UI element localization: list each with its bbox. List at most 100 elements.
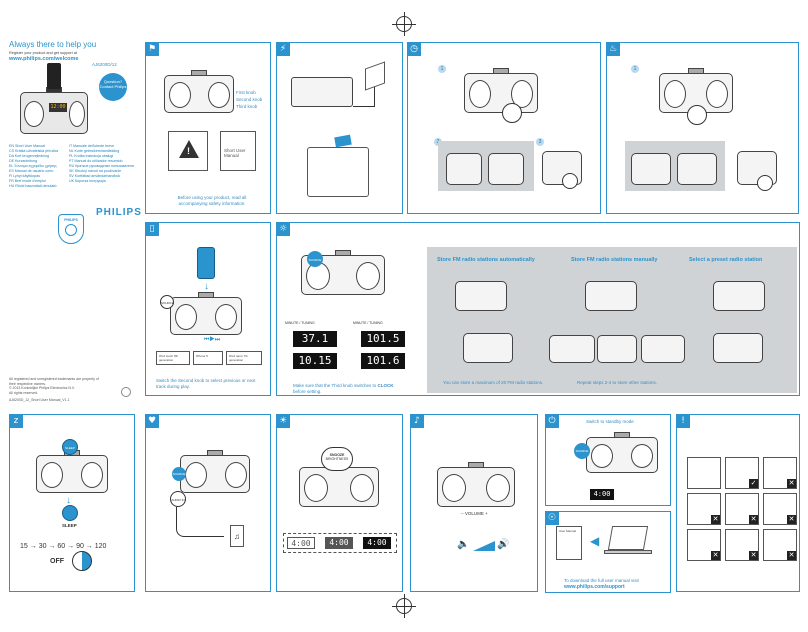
dock-caption: Switch the Second knob to select previou…	[156, 378, 256, 389]
down-arrow: ↓	[66, 495, 71, 506]
warn-img-1	[687, 457, 721, 489]
audio-in-button: AUDIO IN	[170, 491, 186, 507]
clock-source-button: SOURCE	[307, 251, 323, 267]
prev-next-icon: ⏮▶⏭	[204, 337, 221, 343]
heading-manual: Store FM radio stations manually	[571, 257, 658, 263]
knob-turn-3	[562, 173, 578, 189]
audio-source-button: SOURCE	[172, 467, 186, 481]
panel-clock-setup: ◷ 1 2 3	[407, 42, 601, 214]
alarm-bell-icon: ♨	[606, 42, 620, 56]
panel-power: ⚡	[276, 42, 403, 214]
panel-clock: ☼ SOURCE MINUTE / TUNING MINUTE / TUNING…	[276, 222, 800, 396]
clock-caption: Make sure that the Third knob switches t…	[293, 383, 394, 394]
heading-preset: Select a preset radio station	[689, 257, 763, 263]
lcd-display-1: 37.1	[293, 331, 337, 347]
warning-exclamation-icon: !	[676, 414, 690, 428]
cover-subline: Register your product and get support at	[9, 51, 77, 55]
crop-mark-top-h	[392, 24, 416, 25]
warn-img-7: ✕	[687, 529, 721, 561]
panel-warnings: ! ✓ ✕ ✕ ✕ ✕ ✕ ✕ ✕	[676, 414, 800, 592]
cover-heading: Always there to help you	[9, 40, 97, 49]
radio-manual-caption: Repeat steps 2-4 to store other stations…	[577, 380, 658, 385]
warn-img-9: ✕	[763, 529, 797, 561]
download-url[interactable]: www.philips.com/support	[564, 584, 625, 590]
radio-top	[464, 68, 538, 113]
panel-download: ☉ User Manual ◀ To download the full use…	[545, 511, 671, 593]
step-1: 1	[438, 65, 446, 73]
crop-mark-bottom-h	[392, 606, 416, 607]
radio-auto-caption: You can store a maximum of 20 FM radio s…	[443, 380, 544, 385]
radio-base	[307, 147, 369, 197]
battery	[334, 134, 352, 148]
source-button: SOURCE	[160, 295, 174, 309]
recycle-icon	[121, 387, 131, 397]
heading-auto: Store FM radio stations automatically	[437, 257, 535, 263]
safety-caption: Before using your product, read all acco…	[177, 195, 247, 206]
standby-lcd: 4:00	[590, 489, 614, 500]
lcd-display-4: 101.6	[361, 353, 405, 369]
radio-stations-area	[427, 247, 797, 393]
radio-illustration	[164, 70, 234, 113]
standby-source-button: SOURCE	[574, 443, 590, 459]
warn-img-4: ✕	[687, 493, 721, 525]
step-3: 3	[536, 138, 544, 146]
warn-img-2: ✓	[725, 457, 759, 489]
legal-text: All registered and unregistered trademar…	[9, 377, 99, 402]
speaker-icon: ♪	[410, 414, 424, 428]
panel-snooze: ☀ SNOOZE BRIGHTNESS 4:00 4:00 4:00	[276, 414, 403, 592]
audio-cable-icon: ♥	[145, 414, 159, 428]
brightness-icon: ☀	[276, 414, 290, 428]
off-label: OFF	[50, 558, 64, 565]
product-image: 12:00	[20, 63, 88, 134]
lcd-bright: 4:00	[363, 537, 391, 549]
panel-alarm: ♨ 1	[606, 42, 799, 214]
power-cable	[353, 87, 375, 107]
warning-icon	[179, 140, 199, 158]
question-badge-text: Question? Contact Philips	[99, 79, 127, 89]
model-number: AJ6200D/12	[92, 62, 117, 67]
alarm-step-1: 1	[631, 65, 639, 73]
audio-cable	[176, 507, 224, 537]
globe-icon: ☉	[545, 511, 559, 525]
brand-wordmark: PHILIPS	[96, 207, 142, 218]
power-icon: ⏻	[545, 414, 559, 428]
timer-dial	[72, 551, 92, 571]
left-arrow: ◀	[590, 534, 600, 548]
warn-img-5: ✕	[725, 493, 759, 525]
lcd-display-2: 101.5	[361, 331, 405, 347]
lcd-display-3: 10.15	[293, 353, 337, 369]
user-manual-booklet: User Manual	[556, 526, 582, 560]
panel-volume: ♪ − VOLUME + 🔈 🔊	[410, 414, 538, 592]
lcd-dim: 4:00	[287, 537, 315, 549]
music-device-icon: ♫	[230, 525, 244, 547]
sleep-sequence: 15 → 30 → 60 → 90 → 120	[20, 543, 107, 550]
warn-img-6: ✕	[763, 493, 797, 525]
sleep-button: SLEEP	[62, 439, 78, 455]
phone-icon: ▯	[145, 222, 159, 236]
laptop-illustration	[607, 526, 649, 550]
sleep-button-large	[62, 505, 78, 521]
device-compat-2: iPhone 5	[193, 351, 223, 365]
question-badge: Question? Contact Philips	[99, 73, 127, 101]
device-compat-1: iPod touch 5th generation	[156, 351, 190, 365]
minutes-tuning-label-2: MINUTE / TUNING	[353, 321, 383, 325]
short-manual-booklet: Short User Manual	[220, 131, 256, 171]
volume-ramp	[473, 541, 495, 551]
safety-icon: ⚑	[145, 42, 159, 56]
minutes-tuning-label: MINUTE / TUNING	[285, 321, 315, 325]
radio-back	[291, 77, 353, 107]
warn-img-8: ✕	[725, 529, 759, 561]
philips-shield-logo: PHILIPS	[58, 214, 84, 244]
cover-url[interactable]: www.philips.com/welcome	[9, 56, 79, 62]
phone-illustration	[197, 247, 215, 279]
device-compat-3: iPod nano 7th generation	[226, 351, 262, 365]
safety-booklet: !	[168, 131, 208, 171]
panel-standby: ⏻ Switch to standby mode SOURCE 4:00	[545, 414, 671, 506]
volume-label: − VOLUME +	[461, 511, 488, 516]
knob-zoom	[502, 103, 522, 123]
clock-icon: ◷	[407, 42, 421, 56]
